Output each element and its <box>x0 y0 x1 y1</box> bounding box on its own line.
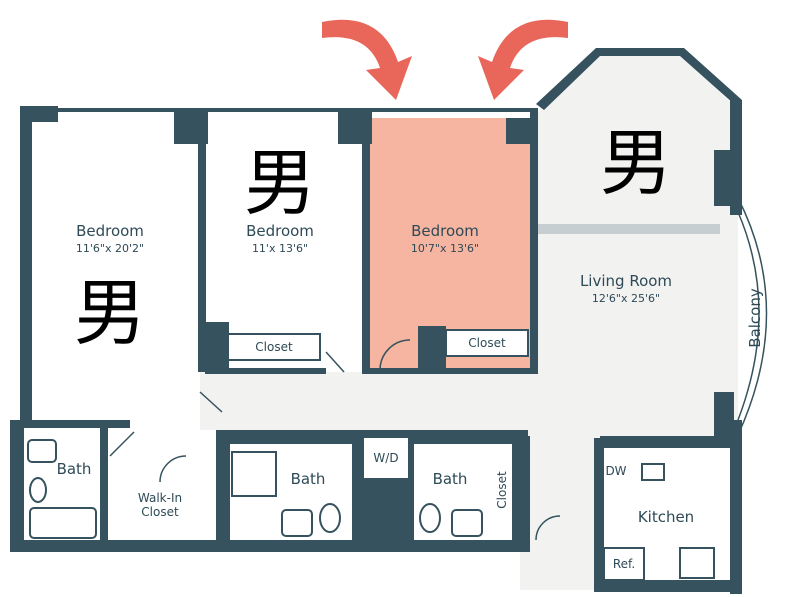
closet-right-label: Closet <box>468 336 506 350</box>
walkin-label-2: Closet <box>141 505 179 519</box>
bath-right-label: Bath <box>433 470 468 488</box>
kitchen-label: Kitchen <box>638 508 694 526</box>
bath-middle-label: Bath <box>291 470 326 488</box>
wall-bedroom-middle-south <box>205 322 229 374</box>
tub-left <box>29 507 97 539</box>
wd-floor <box>364 438 408 478</box>
ref-label: Ref. <box>613 557 635 571</box>
wall-bedroom-middle-bottom <box>206 368 326 374</box>
wall-bedroom-right-south <box>418 326 446 372</box>
living-room-label: Living Room <box>580 272 672 290</box>
wall-bedroom-split-1 <box>198 120 206 372</box>
wall-bath-walkin <box>100 420 108 550</box>
closet-middle-label: Closet <box>255 340 293 354</box>
walkin-label-1: Walk-In <box>138 491 182 505</box>
bedroom-middle-label: Bedroom <box>246 222 314 240</box>
wall-east-upper <box>714 150 734 206</box>
overlay-mark-left: 男 <box>74 271 146 355</box>
wall-kitchen-west <box>594 438 604 588</box>
wall-bottom-right <box>594 580 742 592</box>
wall-lower-band <box>10 420 130 428</box>
bedroom-left-dims: 11'6"x 20'2" <box>76 242 144 255</box>
bedroom-middle-floor <box>205 120 365 370</box>
wall-bedroom-right-bottom <box>370 368 532 374</box>
bedroom-left-label: Bedroom <box>76 222 144 240</box>
door-swing-closet <box>535 515 561 541</box>
living-room-divider <box>535 224 720 234</box>
door-swing-bedroom-left <box>199 391 223 413</box>
door-swing-bedroom-right <box>379 339 411 371</box>
door-swing-bath-left <box>109 431 135 457</box>
walkin-closet-floor <box>108 482 214 540</box>
closet-middle-box <box>227 333 321 361</box>
range <box>679 547 715 579</box>
arrow-left-icon <box>322 19 412 100</box>
balcony-label: Balcony <box>746 288 764 348</box>
bedroom-right-dims: 10'7"x 13'6" <box>411 242 479 255</box>
balcony-rail-inner <box>737 211 760 421</box>
wall-core-left <box>216 430 230 546</box>
sink-left <box>27 439 57 463</box>
sink-middle <box>281 509 313 537</box>
kitchen-sink <box>641 463 665 481</box>
hallway-floor <box>200 372 540 430</box>
wall-top-window <box>58 108 538 112</box>
wall-bedroom-split-2 <box>362 120 370 374</box>
door-swing-walkin <box>159 455 187 483</box>
dw-label: DW <box>605 464 626 478</box>
door-swing-bedroom-middle <box>325 351 345 373</box>
arrow-right-icon <box>478 19 568 100</box>
toilet-left <box>29 477 47 503</box>
closet-vertical-floor <box>492 444 510 540</box>
wall-bedroom-right-east <box>530 112 538 374</box>
wd-label: W/D <box>373 451 398 465</box>
bay-wall <box>536 48 742 112</box>
closet-vertical-label: Closet <box>495 471 509 509</box>
toilet-middle <box>319 503 341 533</box>
wall-east-mid <box>714 392 734 448</box>
shower-middle <box>231 451 277 497</box>
ref-box <box>603 547 645 581</box>
wall-lower-left <box>10 422 24 552</box>
wall-bottom <box>10 540 530 552</box>
overlay-mark-right: 男 <box>600 121 672 205</box>
sink-right <box>451 509 483 537</box>
wall-core-right <box>512 436 530 552</box>
wall-kitchen-north <box>600 436 734 448</box>
bedroom-right-label: Bedroom <box>411 222 479 240</box>
balcony-rail <box>737 197 768 436</box>
bath-left-label: Bath <box>57 460 92 478</box>
toilet-right <box>419 503 441 533</box>
closet-right-box <box>445 329 529 357</box>
bedroom-left-floor <box>28 120 198 420</box>
wall-top-left <box>20 106 32 424</box>
wall-east-lower <box>730 420 742 594</box>
wall-top-bedroom-left <box>20 106 58 122</box>
bedroom-middle-dims: 11'x 13'6" <box>252 242 308 255</box>
wall-column-3 <box>506 118 532 144</box>
overlay-mark-middle: 男 <box>244 141 316 225</box>
living-room-dims: 12'6"x 25'6" <box>592 292 660 305</box>
